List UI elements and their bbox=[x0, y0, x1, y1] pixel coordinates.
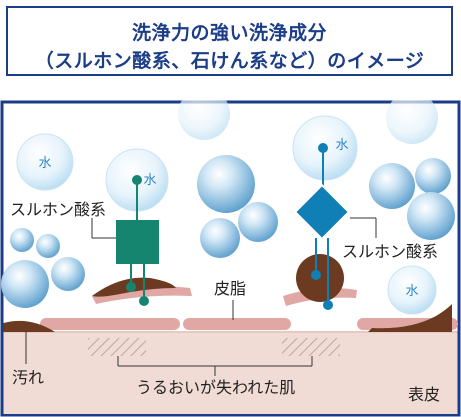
label-lost-moisture: うるおいが失われた肌 bbox=[136, 378, 295, 397]
foam-bubble bbox=[415, 158, 451, 194]
sebum-strip-2 bbox=[183, 318, 291, 330]
foam-bubble bbox=[36, 234, 60, 258]
water-bubble bbox=[16, 133, 74, 191]
water-label: 水 bbox=[405, 284, 418, 299]
foam-bubble bbox=[200, 218, 240, 258]
surfactant-molecule-left bbox=[116, 175, 159, 306]
illustration: 水 水 水 水 スルホン酸系 bbox=[0, 100, 461, 417]
water-bubble-faint bbox=[386, 100, 438, 144]
foam-bubble bbox=[238, 202, 278, 242]
label-sulfonic-right: スルホン酸系 bbox=[342, 242, 438, 261]
foam-bubble bbox=[407, 192, 455, 240]
title-line-2: （スルホン酸系、石けん系など）のイメージ bbox=[34, 50, 425, 72]
title-box: 洗浄力の強い洗浄成分 （スルホン酸系、石けん系など）のイメージ bbox=[6, 6, 453, 76]
foam-bubble bbox=[10, 228, 34, 252]
epidermis bbox=[3, 332, 458, 414]
water-label: 水 bbox=[38, 156, 51, 171]
dry-skin-area-left bbox=[88, 338, 146, 356]
title-line-1: 洗浄力の強い洗浄成分 bbox=[131, 22, 327, 44]
dry-skin-area-right bbox=[282, 338, 340, 356]
sebum-strip-1 bbox=[40, 318, 180, 330]
water-bubble bbox=[387, 265, 437, 315]
label-sulfonic-left: スルホン酸系 bbox=[10, 200, 106, 219]
water-bubble-faint bbox=[178, 100, 230, 140]
label-dirt: 汚れ bbox=[12, 368, 44, 387]
water-label: 水 bbox=[335, 138, 348, 153]
surfactant-molecule-right bbox=[293, 143, 351, 310]
foam-bubble bbox=[197, 155, 255, 213]
foam-bubble bbox=[1, 260, 49, 308]
water-label: 水 bbox=[143, 173, 156, 188]
label-sebum: 皮脂 bbox=[214, 279, 246, 298]
foam-bubble bbox=[51, 257, 85, 291]
dirt-right-skin bbox=[368, 304, 452, 332]
dirt-left-skin bbox=[3, 320, 55, 332]
foam-bubble bbox=[369, 163, 415, 209]
label-epidermis: 表皮 bbox=[408, 385, 440, 404]
